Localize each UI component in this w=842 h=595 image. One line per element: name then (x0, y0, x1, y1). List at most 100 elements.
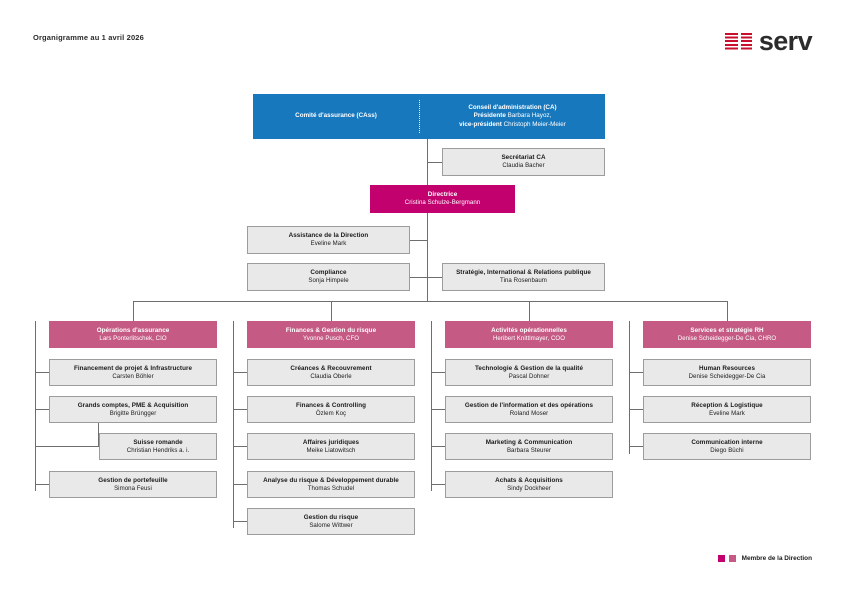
unit-box[interactable]: Gestion du risque Salome Wittwer (247, 508, 415, 535)
staff-title: Compliance (310, 269, 347, 277)
staff-title: Assistance de la Direction (288, 232, 369, 240)
direction-name: Cristina Schulze-Bergmann (404, 199, 481, 207)
board-title: Conseil d'administration (CA) (468, 104, 557, 112)
unit-name: Thomas Schudel (307, 484, 355, 492)
unit-title: Gestion de portefeuille (98, 476, 168, 484)
board-role1: Présidente Barbara Hayoz, (474, 112, 552, 120)
unit-name: Brigitte Brüngger (109, 409, 157, 417)
unit-box[interactable]: Human Resources Denise Scheidegger-De Ci… (643, 359, 811, 386)
unit-title: Créances & Recouvrement (290, 364, 372, 372)
unit-title: Financement de projet & Infrastructure (73, 364, 193, 372)
board-role1-name: Barbara Hayoz, (507, 112, 552, 120)
board-box[interactable]: Comité d'assurance (CAss) Conseil d'admi… (253, 94, 605, 139)
connector-col3-item3 (431, 446, 445, 447)
committee-section[interactable]: Comité d'assurance (CAss) (253, 94, 419, 139)
unit-name: Christian Hendriks a. i. (126, 446, 190, 454)
connector-col4-spine (629, 321, 630, 454)
unit-box[interactable]: Gestion de portefeuille Simona Feusi (49, 471, 217, 498)
secretariat-title: Secrétariat CA (501, 154, 546, 162)
unit-box[interactable]: Technologie & Gestion de la qualité Pasc… (445, 359, 613, 386)
legend-swatch-department-icon (728, 555, 736, 562)
unit-title: Marketing & Communication (485, 438, 573, 446)
connector-col2-item1 (233, 372, 247, 373)
unit-name: Özlem Koç (315, 409, 347, 417)
committee-title: Comité d'assurance (CAss) (295, 112, 377, 120)
department-name: Denise Scheidegger-De Cia, CHRO (677, 334, 777, 342)
legend-swatch-direction-icon (717, 555, 725, 562)
department-header-2[interactable]: Finances & Gestion du risque Yvonne Pusc… (247, 321, 415, 348)
connector-strategie (427, 277, 442, 278)
direction-box[interactable]: Directrice Cristina Schulze-Bergmann (370, 185, 515, 213)
unit-title: Analyse du risque & Développement durabl… (263, 476, 399, 484)
connector-col2-item5 (233, 521, 247, 522)
unit-name: Simona Feusi (114, 484, 152, 492)
board-role2: vice-président Christoph Meier-Meier (459, 121, 566, 129)
connector-dept2-drop (331, 301, 332, 321)
department-title: Opérations d'assurance (96, 326, 170, 334)
staff-name: Sonja Himpele (308, 277, 349, 285)
department-title: Services et stratégie RH (690, 326, 764, 334)
legend-label: Membre de la Direction (741, 555, 812, 562)
unit-title: Gestion de l'information et des opératio… (464, 401, 594, 409)
staff-box-strategie[interactable]: Stratégie, International & Relations pub… (442, 263, 605, 291)
department-header-4[interactable]: Services et stratégie RH Denise Scheideg… (643, 321, 811, 348)
unit-title: Affaires juridiques (302, 438, 360, 446)
connector-col4-item1 (629, 372, 643, 373)
unit-title: Réception & Logistique (691, 401, 763, 409)
unit-box[interactable]: Achats & Acquisitions Sindy Dockheer (445, 471, 613, 498)
unit-name: Denise Scheidegger-De Cia (688, 372, 766, 380)
connector-col1-sub-drop (98, 423, 99, 446)
unit-title: Grands comptes, PME & Acquisition (77, 401, 189, 409)
connector-col2-item2 (233, 409, 247, 410)
department-header-3[interactable]: Activités opérationnelles Heribert Knitt… (445, 321, 613, 348)
serv-logo-text: serv (758, 26, 813, 56)
unit-title: Technologie & Gestion de la qualité (475, 364, 583, 372)
unit-box[interactable]: Créances & Recouvrement Claudia Oberle (247, 359, 415, 386)
staff-box-compliance[interactable]: Compliance Sonja Himpele (247, 263, 410, 291)
connector-dept3-drop (529, 301, 530, 321)
connector-dept4-drop (727, 301, 728, 321)
department-header-1[interactable]: Opérations d'assurance Lars Ponterlitsch… (49, 321, 217, 348)
board-dotted-divider (419, 100, 420, 133)
unit-title: Human Resources (698, 364, 756, 372)
connector-col2-spine (233, 321, 234, 528)
serv-logo-icon (724, 32, 752, 51)
unit-name: Pascal Dohner (508, 372, 550, 380)
unit-box[interactable]: Grands comptes, PME & Acquisition Brigit… (49, 396, 217, 423)
unit-box[interactable]: Finances & Controlling Özlem Koç (247, 396, 415, 423)
unit-box-sub[interactable]: Suisse romande Christian Hendriks a. i. (99, 433, 217, 460)
unit-box[interactable]: Réception & Logistique Eveline Mark (643, 396, 811, 423)
department-name: Lars Ponterlitschek, CIO (99, 334, 167, 342)
unit-box[interactable]: Analyse du risque & Développement durabl… (247, 471, 415, 498)
board-role2-name: Christoph Meier-Meier (503, 120, 566, 128)
unit-title: Communication interne (691, 438, 763, 446)
staff-box-assistance[interactable]: Assistance de la Direction Eveline Mark (247, 226, 410, 254)
unit-name: Sindy Dockheer (507, 484, 551, 492)
board-section[interactable]: Conseil d'administration (CA) Présidente… (420, 94, 605, 139)
unit-box[interactable]: Gestion de l'information et des opératio… (445, 396, 613, 423)
unit-name: Diego Büchi (710, 446, 744, 454)
staff-name: Tina Rosenbaum (500, 277, 547, 285)
unit-box[interactable]: Marketing & Communication Barbara Steure… (445, 433, 613, 460)
unit-box[interactable]: Communication interne Diego Büchi (643, 433, 811, 460)
unit-title: Finances & Controlling (295, 401, 367, 409)
department-title: Activités opérationnelles (491, 326, 567, 334)
connector-department-bus (133, 301, 728, 302)
department-title: Finances & Gestion du risque (285, 326, 377, 334)
connector-col4-item2 (629, 409, 643, 410)
unit-title: Suisse romande (133, 438, 183, 446)
department-name: Yvonne Pusch, CFO (302, 334, 360, 342)
staff-name: Eveline Mark (310, 240, 347, 248)
connector-col3-spine (431, 321, 432, 491)
connector-col1-item3 (35, 446, 98, 447)
unit-box[interactable]: Financement de projet & Infrastructure C… (49, 359, 217, 386)
unit-name: Barbara Steurer (506, 446, 552, 454)
legend: Membre de la Direction (717, 555, 812, 562)
unit-name: Roland Moser (509, 409, 549, 417)
unit-box[interactable]: Affaires juridiques Meike Liatowitsch (247, 433, 415, 460)
board-role1-label: Présidente (473, 112, 506, 120)
secretariat-box[interactable]: Secrétariat CA Claudia Bacher (442, 148, 605, 176)
connector-assistance (410, 240, 427, 241)
unit-name: Claudia Oberle (310, 372, 352, 380)
